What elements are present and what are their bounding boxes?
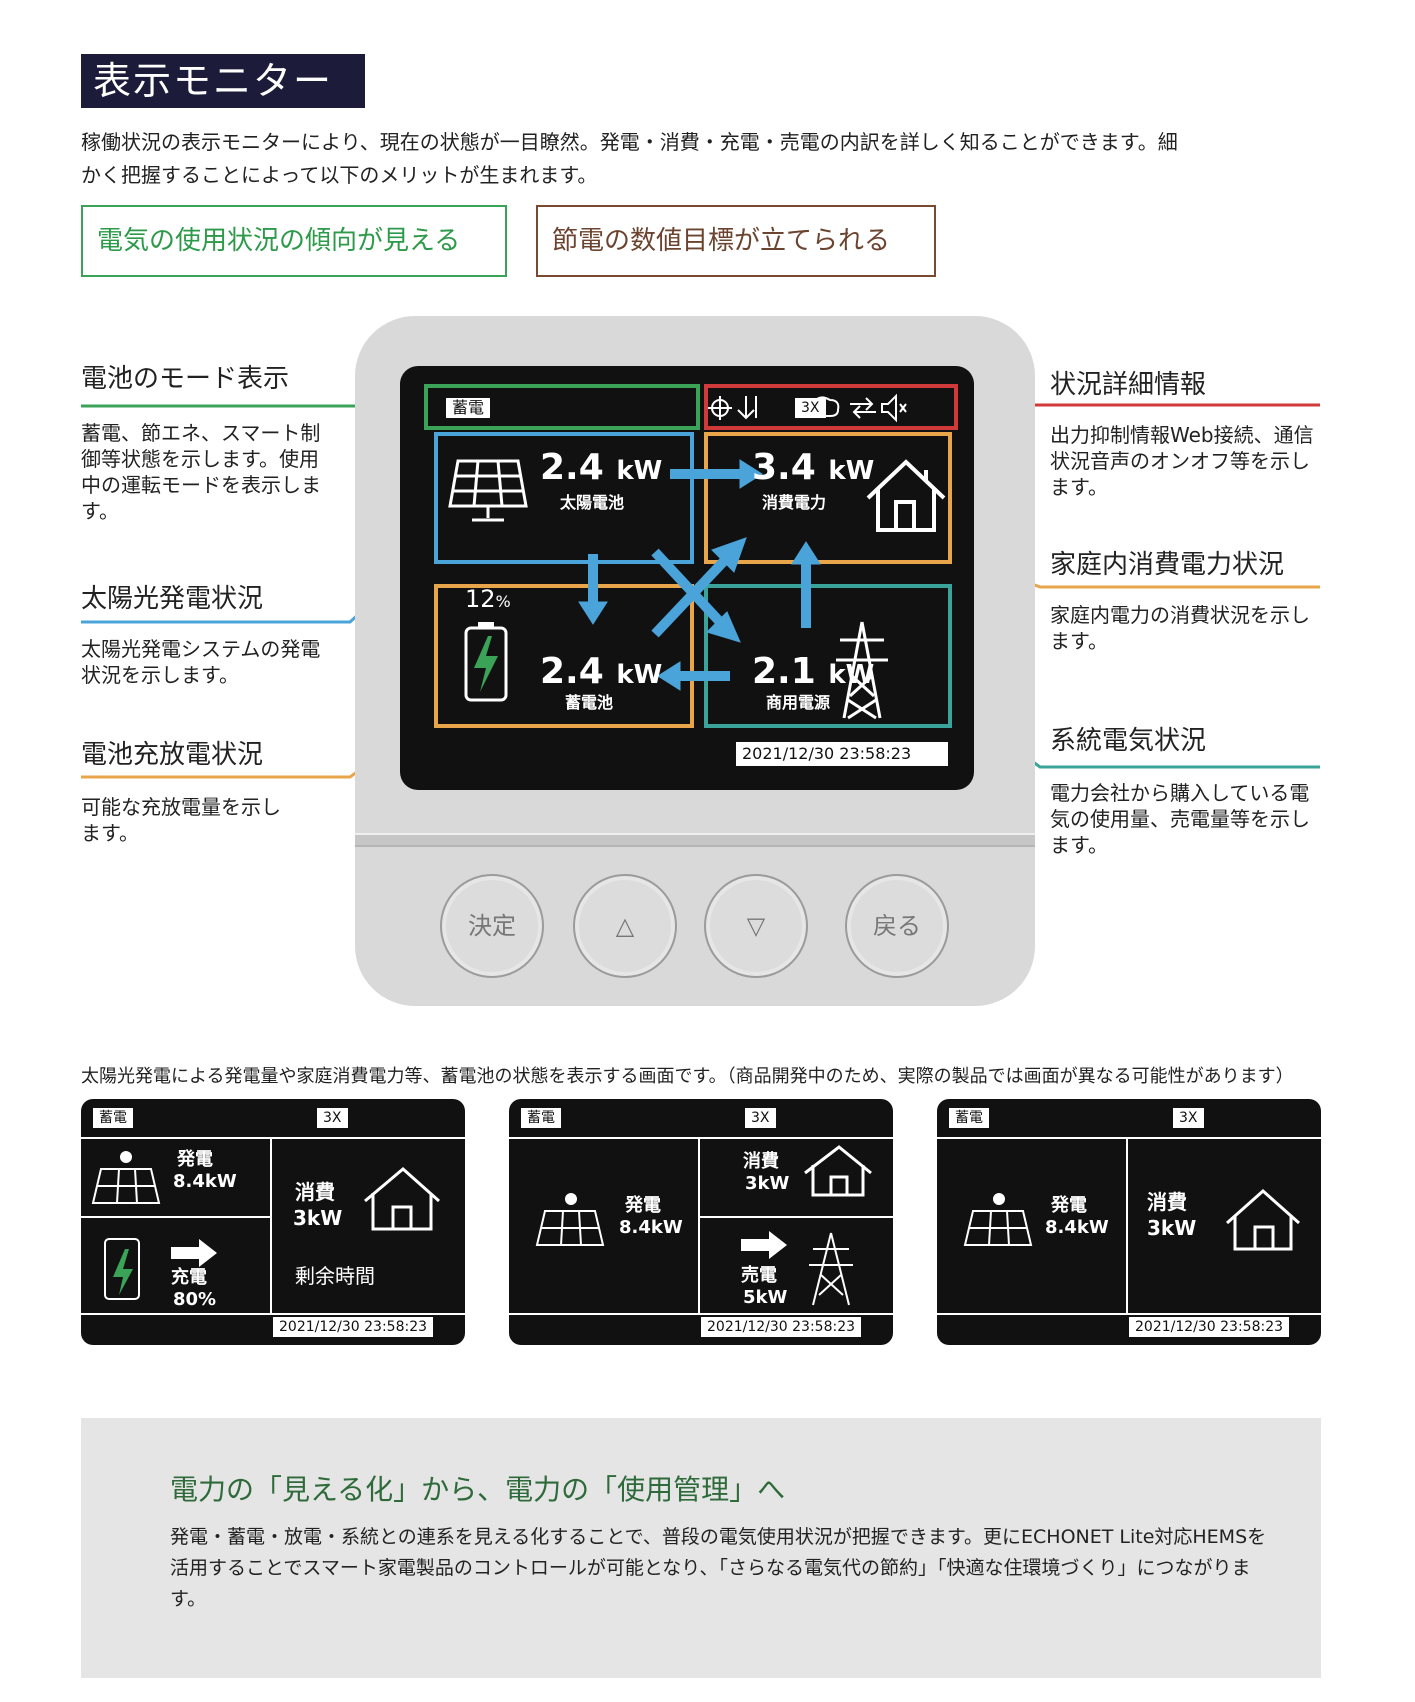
summary-panel: [81, 1418, 1321, 1678]
solar-panel-icon: [91, 1151, 161, 1204]
battery-percent: 12%: [465, 585, 511, 613]
mini-screen-3-graphics: [937, 1137, 1321, 1315]
sell-value: 5kW: [743, 1287, 788, 1308]
battery-label: 蓄電池: [565, 693, 614, 712]
confirm-button[interactable]: 決定: [440, 874, 544, 978]
use-label: 消費: [743, 1151, 779, 1172]
gen-label: 発電: [1051, 1195, 1087, 1216]
solar-panel-icon: [963, 1193, 1033, 1246]
mini-screen-3: 蓄電 3X 発電 8.4kW 消費 3kW 2021/12/30 23:58:2…: [937, 1099, 1321, 1345]
intro-text: 稼働状況の表示モニターにより、現在の状態が一目瞭然。発電・消費・充電・売電の内訳…: [81, 130, 1178, 187]
gen-value: 8.4kW: [619, 1217, 683, 1238]
gen-label: 発電: [625, 1195, 661, 1216]
page-title: 表示モニター: [81, 54, 365, 108]
solar-label: 太陽電池: [560, 493, 625, 512]
gen-label: 発電: [177, 1149, 213, 1170]
battery-icon: [464, 622, 508, 702]
callout-solar-title: 太陽光発電状況: [81, 584, 264, 614]
battery-icon: [104, 1238, 140, 1300]
mini-screen-2: 蓄電 3X 発電 8.4kW 消費 3kW 売電 5kW 2021/12/30 …: [509, 1099, 893, 1345]
mini-mode-badge: 蓄電: [521, 1108, 561, 1128]
callout-home-consumption-title: 家庭内消費電力状況: [1050, 550, 1285, 580]
mode-badge: 蓄電: [446, 398, 491, 418]
target-icon: [708, 396, 732, 420]
power-tower-icon: [836, 621, 888, 720]
right-arrow-icon: [171, 1239, 217, 1267]
callout-battery-mode-title: 電池のモード表示: [81, 364, 290, 394]
mini-timestamp: 2021/12/30 23:58:23: [1129, 1317, 1290, 1337]
gen-value: 8.4kW: [1045, 1217, 1109, 1238]
use-value: 3kW: [745, 1173, 790, 1194]
summary-heading: 電力の「見える化」から、電力の「使用管理」へ: [170, 1473, 786, 1506]
screen-graphics: [424, 384, 958, 728]
use-value: 3kW: [293, 1206, 343, 1230]
merit-usage-trend: 電気の使用状況の傾向が見える: [81, 205, 507, 277]
screens-note: 太陽光発電による発電量や家庭消費電力等、蓄電池の状態を表示する画面です。（商品開…: [81, 1066, 1294, 1087]
consumption-value: 3.4 kW: [752, 447, 875, 488]
mini-screen-1: 蓄電 3X 発電 8.4kW 充電 80% 消費 3kW 剰余時間 2021/1…: [81, 1099, 465, 1345]
callout-grid-text: 電力会社から購入している電気の使用量、売電量等を示します。: [1050, 781, 1310, 857]
down-arrow-icon: [737, 396, 757, 420]
use-value: 3kW: [1147, 1216, 1197, 1240]
grid-value: 2.1 kW: [752, 651, 875, 692]
house-icon: [866, 459, 946, 532]
mini-screen-2-graphics: [509, 1137, 893, 1315]
mini-mode-badge: 蓄電: [93, 1108, 133, 1128]
use-label: 消費: [295, 1180, 335, 1204]
summary-text: 発電・蓄電・放電・系統との連系を見える化することで、普段の電気使用状況が把握でき…: [170, 1526, 1267, 1610]
mini-timestamp: 2021/12/30 23:58:23: [273, 1317, 434, 1337]
mini-zoom-badge: 3X: [317, 1108, 348, 1128]
solar-panel-icon: [448, 459, 528, 522]
grid-label: 商用電源: [766, 693, 831, 712]
solar-value: 2.4 kW: [540, 447, 663, 488]
mute-icon: [881, 393, 907, 423]
house-icon: [1226, 1188, 1300, 1251]
callout-battery-charge-title: 電池充放電状況: [81, 740, 264, 770]
mini-zoom-badge: 3X: [745, 1108, 776, 1128]
sync-arrows-icon: [850, 397, 876, 419]
screen-timestamp: 2021/12/30 23:58:23: [736, 742, 948, 766]
consumption-label: 消費電力: [762, 493, 827, 512]
mini-timestamp: 2021/12/30 23:58:23: [701, 1317, 862, 1337]
callout-battery-mode-text: 蓄電、節エネ、スマート制御等状態を示します。使用中の運転モードを表示します。: [81, 421, 321, 523]
callout-status-detail-title: 状況詳細情報: [1050, 370, 1207, 400]
merit-saving-target: 節電の数値目標が立てられる: [536, 205, 936, 277]
callout-grid-title: 系統電気状況: [1050, 726, 1207, 756]
callout-solar-text: 太陽光発電システムの発電状況を示します。: [81, 637, 321, 687]
house-icon: [364, 1167, 440, 1231]
device-groove: [355, 833, 1035, 847]
charge-value: 80%: [173, 1289, 217, 1310]
right-arrow-icon: [741, 1231, 787, 1259]
zoom-badge: 3X: [795, 398, 826, 418]
monitor-screen: [400, 366, 974, 790]
use-label: 消費: [1147, 1190, 1187, 1214]
callout-status-detail-text: 出力抑制情報Web接続、通信状況音声のオンオフ等を示します。: [1050, 423, 1314, 499]
down-button[interactable]: ▽: [704, 874, 808, 978]
up-button[interactable]: △: [573, 874, 677, 978]
battery-value: 2.4 kW: [540, 651, 663, 692]
solar-panel-icon: [535, 1193, 605, 1246]
callout-home-consumption-text: 家庭内電力の消費状況を示します。: [1050, 603, 1310, 653]
mini-mode-badge: 蓄電: [949, 1108, 989, 1128]
gen-value: 8.4kW: [173, 1171, 237, 1192]
charge-label: 充電: [171, 1267, 207, 1288]
remain-label: 剰余時間: [295, 1264, 375, 1288]
back-button[interactable]: 戻る: [845, 874, 949, 978]
callout-battery-charge-text: 可能な充放電量を示します。: [81, 795, 281, 845]
mini-screen-1-graphics: [81, 1137, 465, 1315]
power-tower-icon: [809, 1232, 853, 1306]
sell-label: 売電: [741, 1265, 777, 1286]
mini-zoom-badge: 3X: [1173, 1108, 1204, 1128]
house-icon: [804, 1145, 872, 1197]
